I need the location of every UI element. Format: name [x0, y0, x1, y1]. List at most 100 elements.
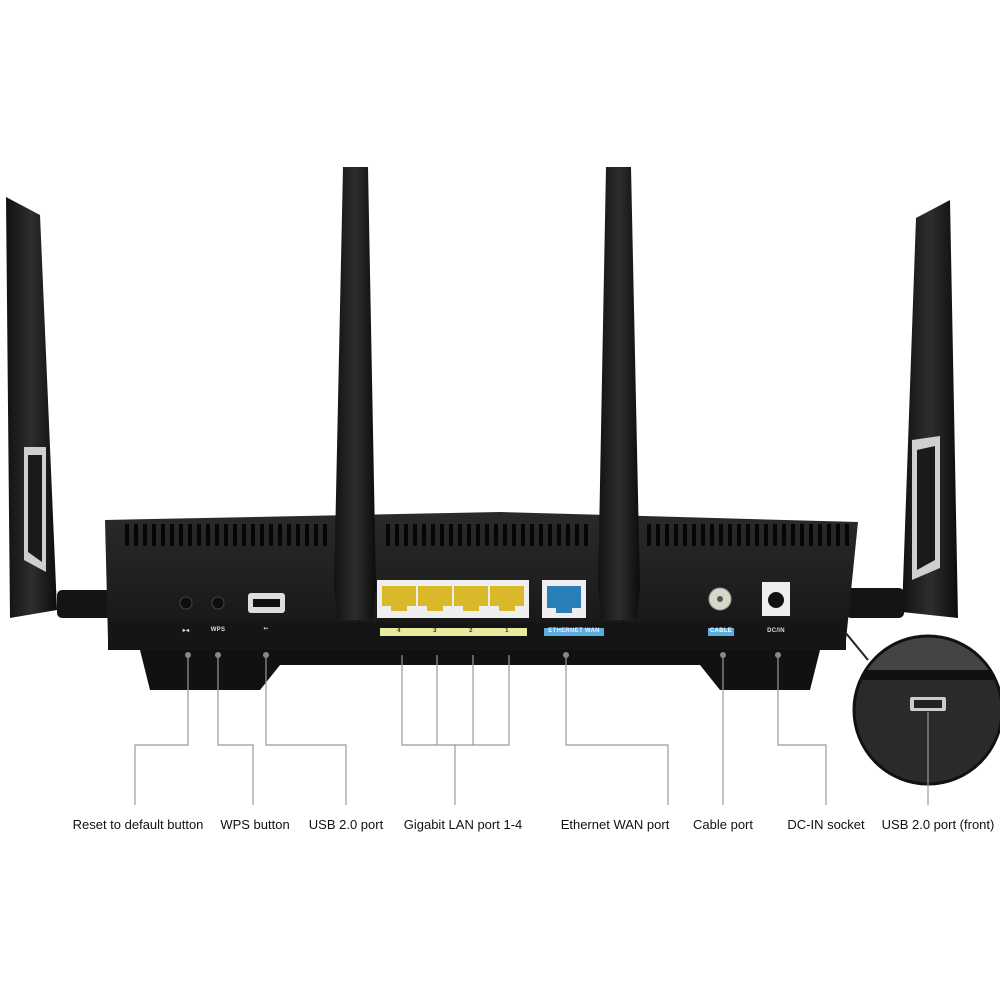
- vent-slot: [386, 524, 390, 546]
- vent-slot: [494, 524, 498, 546]
- vent-slot: [206, 524, 210, 546]
- vent-slot: [800, 524, 804, 546]
- vent-slot: [179, 524, 183, 546]
- vent-slot: [575, 524, 579, 546]
- vent-slot: [323, 524, 327, 546]
- vent-slot: [251, 524, 255, 546]
- vent-slot: [764, 524, 768, 546]
- vent-slot: [152, 524, 156, 546]
- vent-slot: [296, 524, 300, 546]
- lan-port[interactable]: [490, 586, 524, 611]
- vent-slot: [746, 524, 750, 546]
- callout-lan: Gigabit LAN port 1-4: [403, 817, 523, 832]
- vent-slot: [431, 524, 435, 546]
- dcin-panel-label: DC/IN: [767, 628, 785, 634]
- vent-slot: [224, 524, 228, 546]
- vent-slot: [548, 524, 552, 546]
- vent-slot: [305, 524, 309, 546]
- vent-slot: [827, 524, 831, 546]
- ethernet-wan-port[interactable]: [547, 586, 581, 613]
- leader-lines: [134, 655, 929, 805]
- reset-button[interactable]: [179, 596, 193, 610]
- vent-slot: [539, 524, 543, 546]
- vent-slot: [422, 524, 426, 546]
- vent-slot: [737, 524, 741, 546]
- vent-slot: [647, 524, 651, 546]
- vent-slot: [458, 524, 462, 546]
- vent-slot: [530, 524, 534, 546]
- vent-slot: [773, 524, 777, 546]
- vent-slot: [836, 524, 840, 546]
- vent-slot: [233, 524, 237, 546]
- vent-slot: [566, 524, 570, 546]
- vent-slot: [395, 524, 399, 546]
- vent-slot: [197, 524, 201, 546]
- vent-slot: [467, 524, 471, 546]
- front-usb-inset: [844, 631, 1000, 786]
- vent-slot: [809, 524, 813, 546]
- vent-slot: [710, 524, 714, 546]
- usb-panel-icon: ⭠: [263, 626, 269, 632]
- vent-slot: [521, 524, 525, 546]
- lan-port[interactable]: [454, 586, 488, 611]
- callout-usb: USB 2.0 port: [308, 817, 384, 832]
- vent-slot: [701, 524, 705, 546]
- vent-slot: [782, 524, 786, 546]
- lan-number: 2: [469, 628, 473, 634]
- vent-slot: [242, 524, 246, 546]
- cable-panel-label: CABLE: [709, 628, 733, 634]
- center-left-antenna: [334, 167, 376, 620]
- callout-usb-front: USB 2.0 port (front): [881, 817, 995, 832]
- vent-slot: [449, 524, 453, 546]
- wan-panel-label: ETHERNET WAN: [548, 628, 600, 634]
- vent-slot: [440, 524, 444, 546]
- vent-slot: [755, 524, 759, 546]
- vent-slot: [125, 524, 129, 546]
- center-right-antenna: [598, 167, 640, 620]
- reset-panel-icon: ▸◂: [182, 628, 190, 634]
- vent-slot: [278, 524, 282, 546]
- lan-port[interactable]: [382, 586, 416, 611]
- vent-slot: [719, 524, 723, 546]
- vent-slot: [215, 524, 219, 546]
- vent-slot: [476, 524, 480, 546]
- vent-slot: [413, 524, 417, 546]
- vent-slot: [287, 524, 291, 546]
- vent-slot: [503, 524, 507, 546]
- right-antenna: [846, 200, 958, 618]
- lan-number: 4: [397, 628, 401, 634]
- router-body: [105, 512, 858, 690]
- vent-slot: [665, 524, 669, 546]
- vent-slot: [818, 524, 822, 546]
- vent-slot: [683, 524, 687, 546]
- vent-slot: [404, 524, 408, 546]
- vent-slot: [188, 524, 192, 546]
- lan-port[interactable]: [418, 586, 452, 611]
- vent-slot: [314, 524, 318, 546]
- vent-slot: [143, 524, 147, 546]
- vent-slot: [485, 524, 489, 546]
- lan-number: 1: [505, 628, 509, 634]
- callout-dcin: DC-IN socket: [787, 817, 865, 832]
- vent-slot: [161, 524, 165, 546]
- vent-slot: [269, 524, 273, 546]
- callout-wan: Ethernet WAN port: [560, 817, 670, 832]
- wps-panel-label: WPS: [210, 627, 226, 633]
- vent-slot: [134, 524, 138, 546]
- vent-slot: [512, 524, 516, 546]
- wps-button[interactable]: [211, 596, 225, 610]
- vent-slot: [584, 524, 588, 546]
- vent-slot: [845, 524, 849, 546]
- vent-slot: [791, 524, 795, 546]
- callout-reset: Reset to default button: [72, 817, 204, 832]
- vent-slot: [728, 524, 732, 546]
- callout-cable: Cable port: [693, 817, 753, 832]
- vent-slot: [170, 524, 174, 546]
- lan-number: 3: [433, 628, 437, 634]
- callout-wps: WPS button: [220, 817, 290, 832]
- left-antenna: [6, 197, 112, 618]
- vent-slot: [557, 524, 561, 546]
- vent-slot: [692, 524, 696, 546]
